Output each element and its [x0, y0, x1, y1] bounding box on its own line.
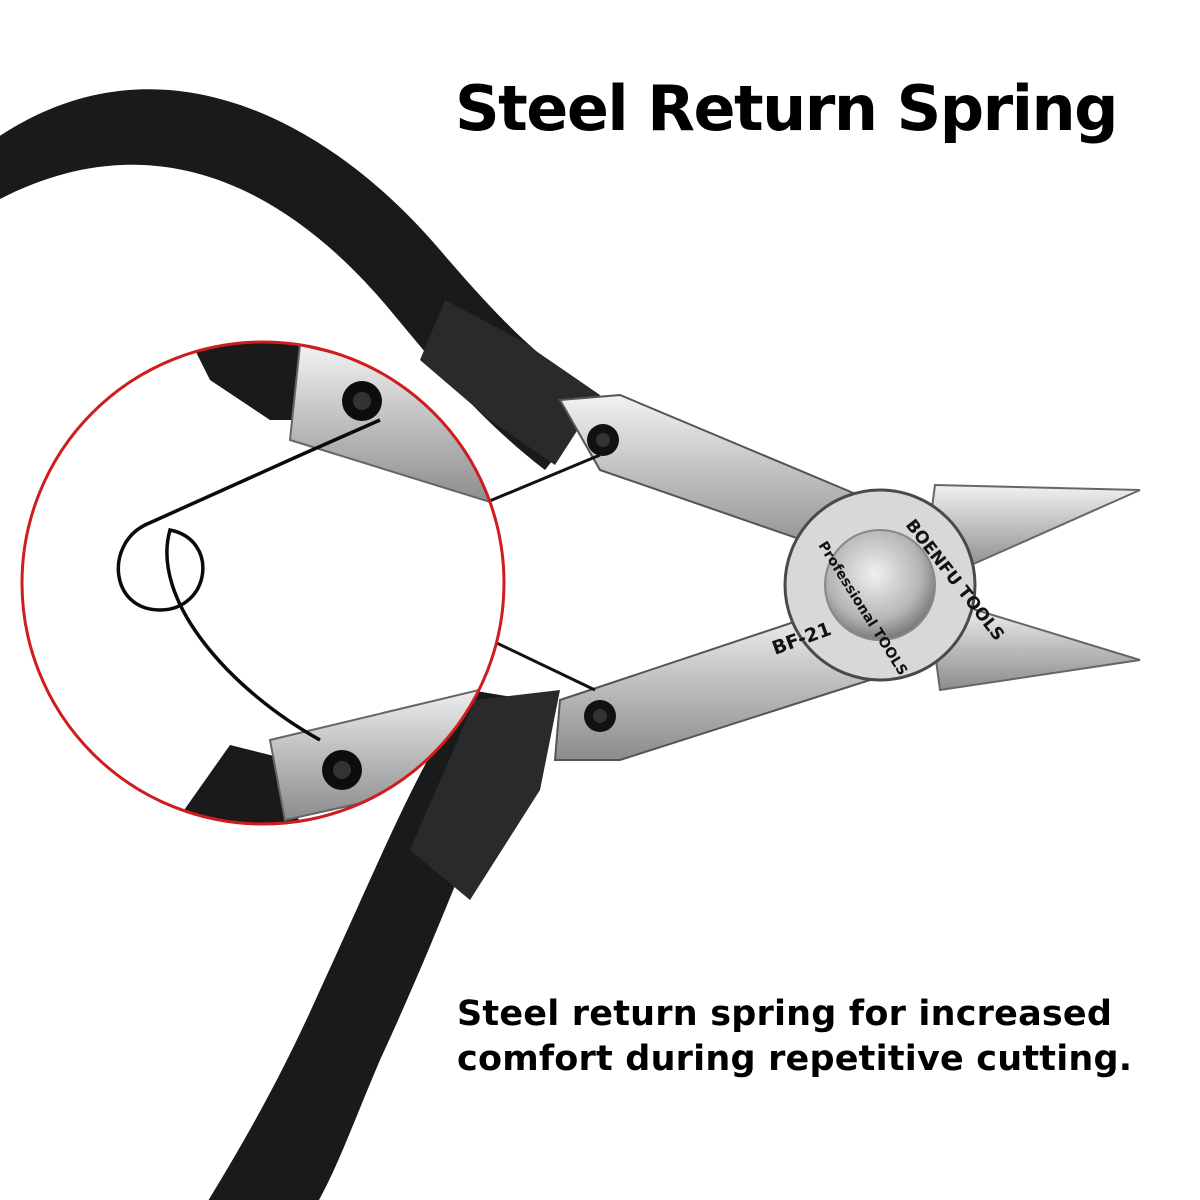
spring-wire-lower — [479, 633, 596, 692]
spring-wire-upper — [479, 453, 601, 507]
lower-arm — [553, 608, 872, 761]
upper-handle-grip — [420, 300, 600, 465]
spring-coil — [116, 418, 381, 742]
pivot-inner — [824, 529, 936, 641]
headline: Steel Return Spring — [455, 72, 1118, 145]
caption-line-2: comfort during repetitive cutting. — [457, 1039, 1133, 1079]
caption-line-1: Steel return spring for increased — [457, 994, 1113, 1034]
caption: Steel return spring for increased comfor… — [457, 992, 1177, 1082]
zoom-inset — [22, 342, 504, 824]
lower-handle-grip — [410, 690, 560, 900]
zoom-ring — [20, 340, 506, 826]
